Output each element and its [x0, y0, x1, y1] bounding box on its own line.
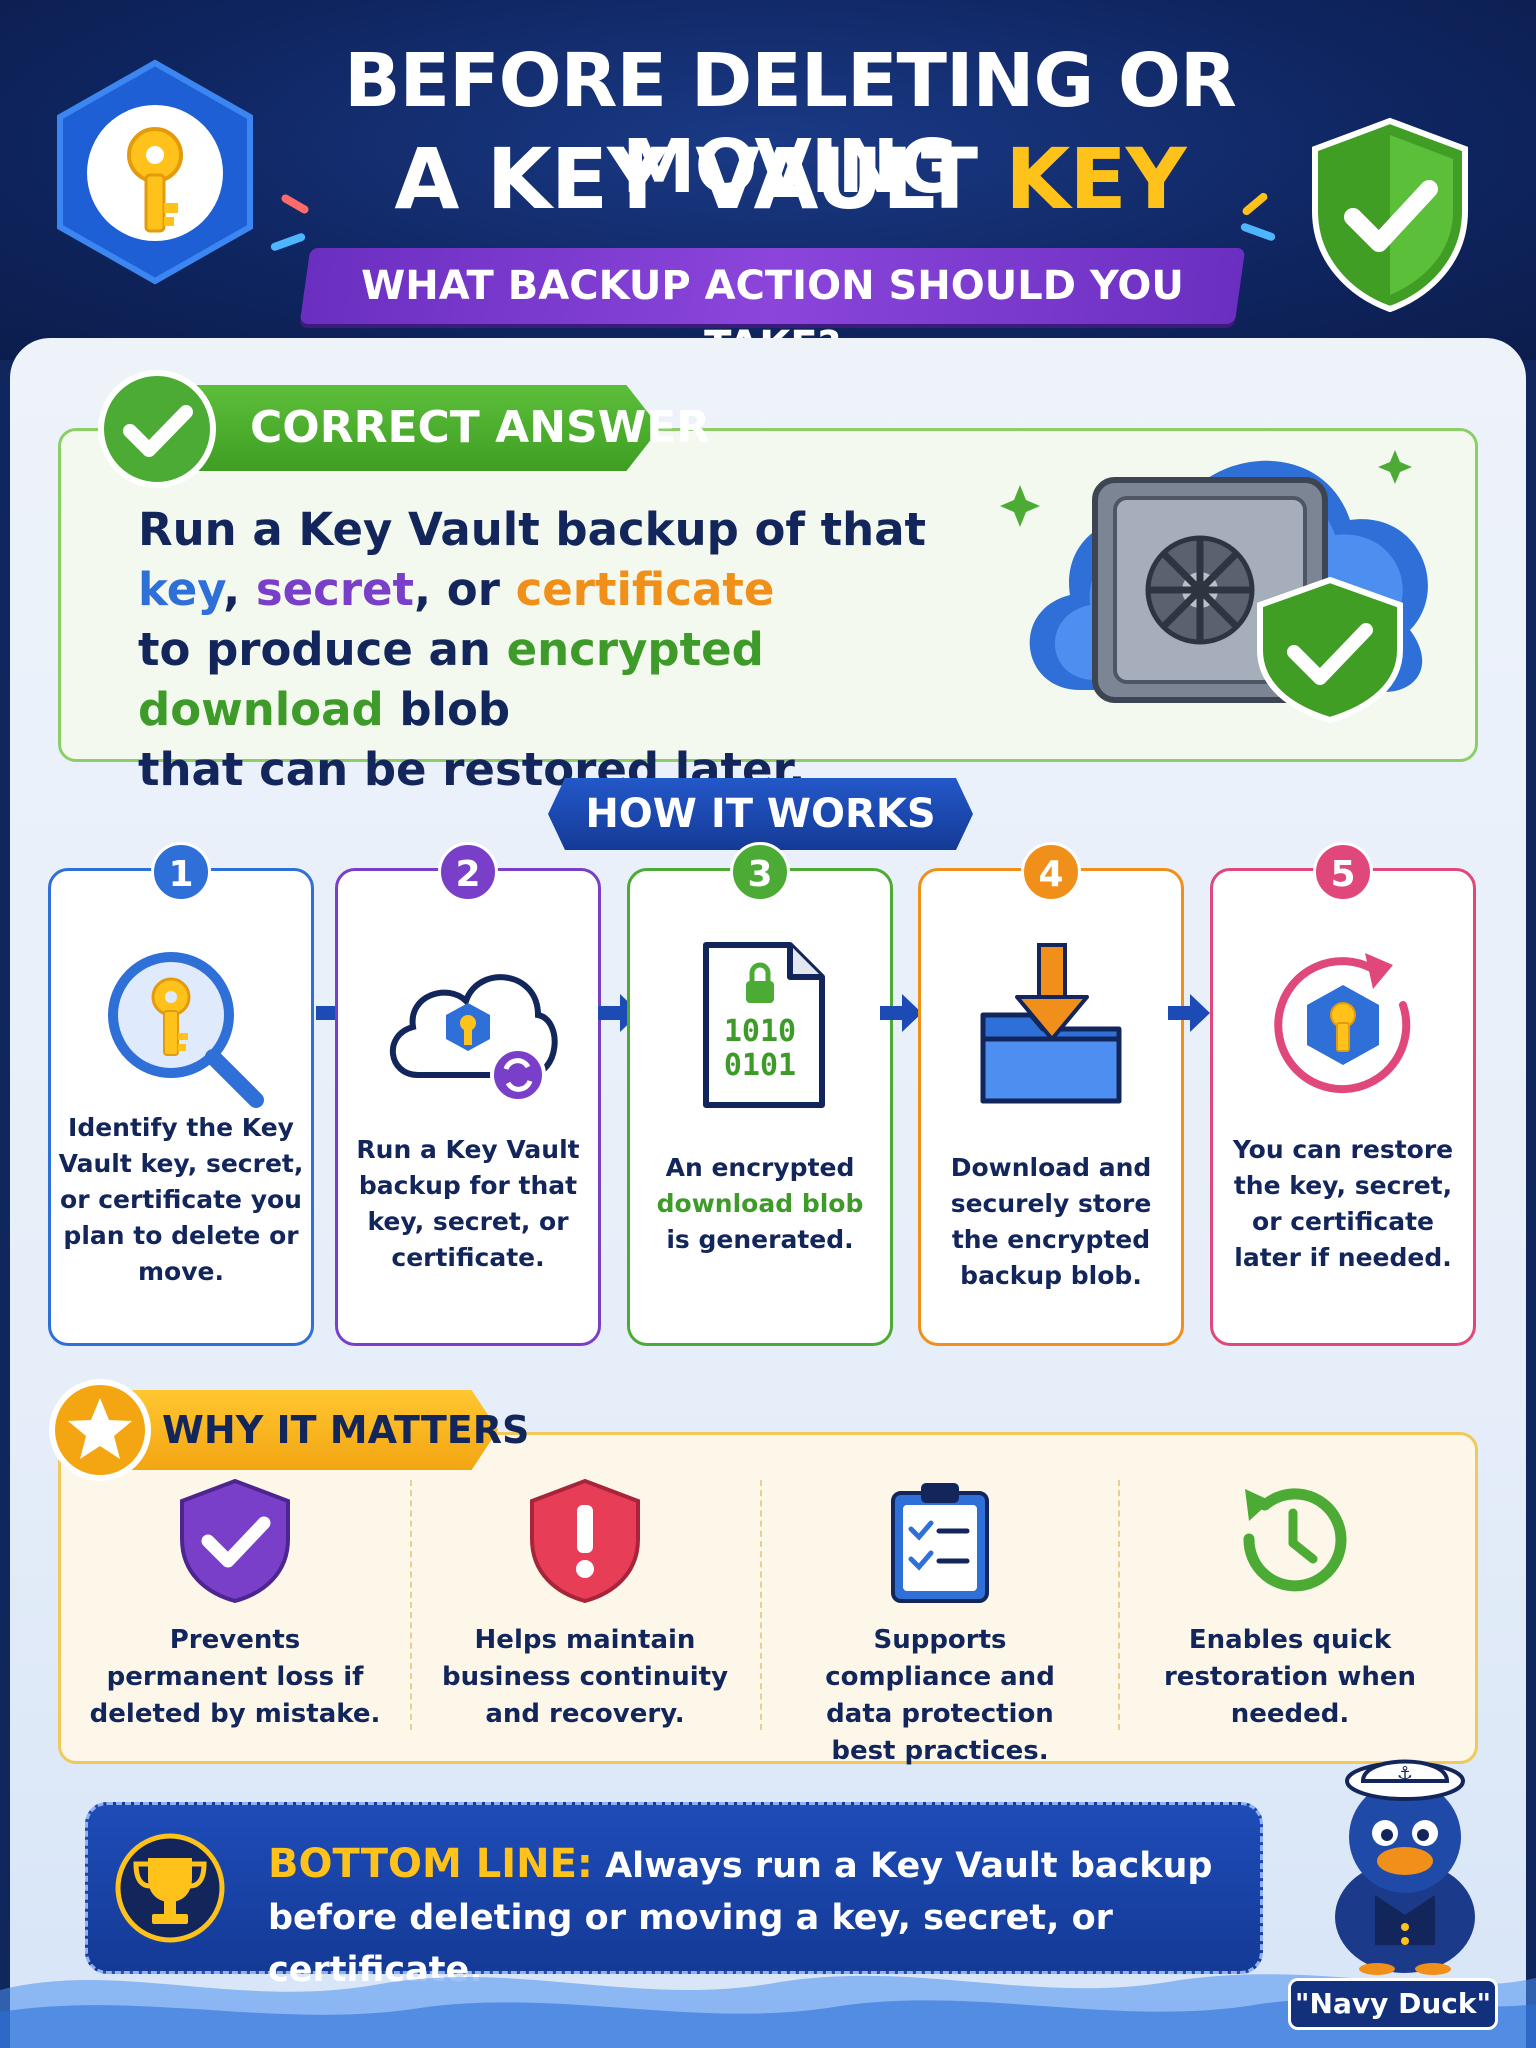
subtitle: WHAT BACKUP ACTION SHOULD YOU TAKE? [361, 263, 1184, 369]
title-line-2: A KEY VAULT KEY [230, 130, 1350, 228]
bottom-line-label: BOTTOM LINE: [268, 1841, 593, 1887]
step-text-2: Run a Key Vault backup for that key, sec… [356, 1135, 580, 1272]
how-it-works-banner [548, 778, 973, 850]
check-circle-icon [98, 370, 216, 488]
file-binary-line-2: 0101 [723, 1048, 797, 1083]
answer-line-3-prefix: to produce an [138, 623, 507, 676]
bottom-line-text: BOTTOM LINE: Always run a Key Vault back… [268, 1838, 1228, 1996]
cloud-backup-sync-icon [389, 974, 558, 1103]
step-text-3-suffix: is generated. [666, 1225, 854, 1254]
step-text-5: You can restore the key, secret, or cert… [1232, 1135, 1454, 1272]
answer-sep-1: , [223, 563, 256, 616]
step-number-1: 1 [151, 842, 211, 902]
answer-line-2: key, secret, or certificate [138, 560, 1018, 620]
title-line-2-prefix: A KEY VAULT [394, 130, 1006, 228]
correct-answer-text: Run a Key Vault backup of that key, secr… [138, 500, 1018, 800]
answer-line-3: to produce an encrypted download blob [138, 620, 1018, 740]
arrow-right-icon [880, 994, 922, 1032]
step-text-3-prefix: An encrypted [665, 1153, 855, 1182]
why-item-text-3: Supports compliance and data protection … [825, 1625, 1055, 1766]
step-text-4: Download and securely store the encrypte… [950, 1153, 1152, 1290]
navy-duck-mascot: ⚓ [1335, 1759, 1475, 1975]
key-vault-hex-icon [57, 59, 253, 285]
step-number-5: 5 [1313, 842, 1373, 902]
title-line-2-accent: KEY [1005, 130, 1186, 228]
arrow-right-icon [1168, 994, 1210, 1032]
why-it-matters-label: WHY IT MATTERS [162, 1408, 530, 1452]
step-number-4: 4 [1021, 842, 1081, 902]
download-folder-icon [980, 943, 1122, 1104]
why-divider [1118, 1480, 1120, 1730]
how-it-works-label: HOW IT WORKS [585, 791, 936, 837]
bottom-line-bar [85, 1802, 1263, 1974]
step-text-1: Identify the Key Vault key, secret, or c… [58, 1113, 304, 1286]
why-divider [410, 1480, 412, 1730]
answer-certificate: certificate [515, 563, 775, 616]
magnifier-key-icon [108, 952, 264, 1108]
restore-key-icon [1274, 953, 1411, 1094]
answer-line-3-suffix: blob [383, 683, 511, 736]
answer-secret: secret [255, 563, 415, 616]
step-text-3-accent: download blob [656, 1189, 864, 1218]
answer-line-3-accent: encrypted download [138, 623, 764, 736]
red-shield-alert-icon [530, 1478, 640, 1604]
mascot-label: "Navy Duck" [1288, 1978, 1498, 2030]
why-it-matters-box [58, 1432, 1478, 1764]
purple-shield-check-icon [180, 1478, 290, 1604]
green-shield-check-icon [1312, 117, 1468, 313]
step-card-5 [1210, 868, 1476, 1346]
answer-sep-2: , or [414, 563, 516, 616]
step-text-3: An encrypted download blob is generated. [637, 1150, 883, 1258]
step-card-2 [335, 868, 601, 1346]
why-item-text-1: Prevents permanent loss if deleted by mi… [89, 1625, 381, 1729]
why-divider [760, 1480, 762, 1730]
why-item-text-4: Enables quick restoration when needed. [1163, 1625, 1417, 1729]
bottom-line-body: Always run a Key Vault backup before del… [268, 1846, 1213, 1990]
file-binary-text: 1010 0101 [700, 1015, 820, 1083]
history-clock-icon [1243, 1488, 1347, 1592]
svg-text:⚓: ⚓ [1397, 1763, 1413, 1784]
answer-line-1: Run a Key Vault backup of that [138, 503, 927, 556]
correct-answer-label: CORRECT ANSWER [250, 402, 711, 453]
answer-key: key [138, 563, 224, 616]
title-line-1: BEFORE DELETING OR MOVING [344, 38, 1237, 210]
star-icon [49, 1379, 151, 1481]
step-number-2: 2 [438, 842, 498, 902]
file-binary-line-1: 1010 [723, 1014, 797, 1049]
encrypted-file-icon [703, 942, 825, 1108]
clipboard-checklist-icon [891, 1483, 989, 1603]
wave-decoration [0, 1974, 1536, 2048]
step-number-3: 3 [730, 842, 790, 902]
step-card-1 [48, 868, 314, 1346]
cloud-vault-icon [1000, 450, 1428, 724]
why-item-text-2: Helps maintain business continuity and r… [441, 1625, 729, 1729]
trophy-icon [115, 1833, 225, 1943]
